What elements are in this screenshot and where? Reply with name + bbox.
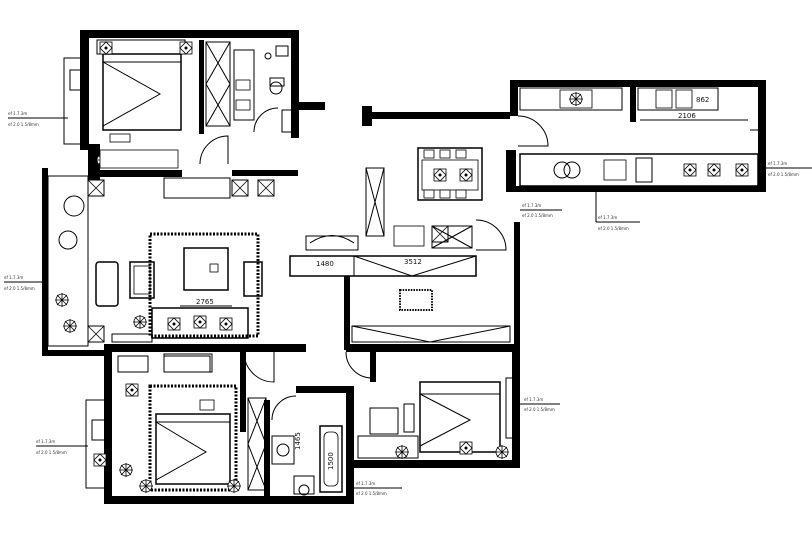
- walls: [42, 30, 766, 504]
- kitchen: 862 2106: [517, 87, 766, 187]
- annotations: ef 1.7.3m ef 2.0 1.5/8mm ef 1.7.3m ef 2.…: [4, 111, 812, 496]
- bathroom: 1500 1465: [271, 395, 343, 496]
- note-right-low-1: ef 1.7.3m: [524, 397, 543, 402]
- dimension-corridor-left: 1480: [316, 260, 334, 268]
- upper-bedroom: [63, 39, 293, 169]
- note-right-mid-1: ef 1.7.3m: [522, 203, 541, 208]
- note-right-mid-2: ef 2.0 1.5/8mm: [522, 213, 553, 218]
- note-left-mid-2: ef 2.0 1.5/8mm: [4, 286, 35, 291]
- note-left-mid-1: ef 1.7.3m: [4, 275, 23, 280]
- note-center-2: ef 2.0 1.5/8mm: [598, 226, 629, 231]
- note-right-low-2: ef 2.0 1.5/8mm: [524, 407, 555, 412]
- lower-left-bedroom: [85, 351, 275, 494]
- dining-area: 1480 3512: [289, 147, 511, 379]
- dimension-kitchen-width: 2106: [678, 112, 696, 120]
- note-lower-left-2: ef 2.0 1.5/8mm: [36, 450, 67, 455]
- note-bottom-1: ef 1.7.3m: [356, 481, 375, 486]
- note-upper-left-2: ef 2.0 1.5/8mm: [8, 122, 39, 127]
- note-bottom-2: ef 2.0 1.5/8mm: [356, 491, 387, 496]
- dimension-living-width: 2765: [196, 298, 214, 306]
- lower-right-bedroom: [357, 377, 517, 460]
- living-room: 2765: [47, 175, 275, 373]
- note-right-top-1: ef 1.7.3m: [768, 161, 787, 166]
- note-center-1: ef 1.7.3m: [598, 215, 617, 220]
- dimension-kitchen-small: 862: [696, 96, 709, 104]
- note-right-top-2: ef 2.0 1.5/8mm: [768, 172, 799, 177]
- dimension-bath-small: 1465: [294, 432, 302, 450]
- dimension-corridor-right: 3512: [404, 258, 422, 266]
- dimension-bath-vertical: 1500: [327, 452, 335, 470]
- note-upper-left-1: ef 1.7.3m: [8, 111, 27, 116]
- note-lower-left-1: ef 1.7.3m: [36, 439, 55, 444]
